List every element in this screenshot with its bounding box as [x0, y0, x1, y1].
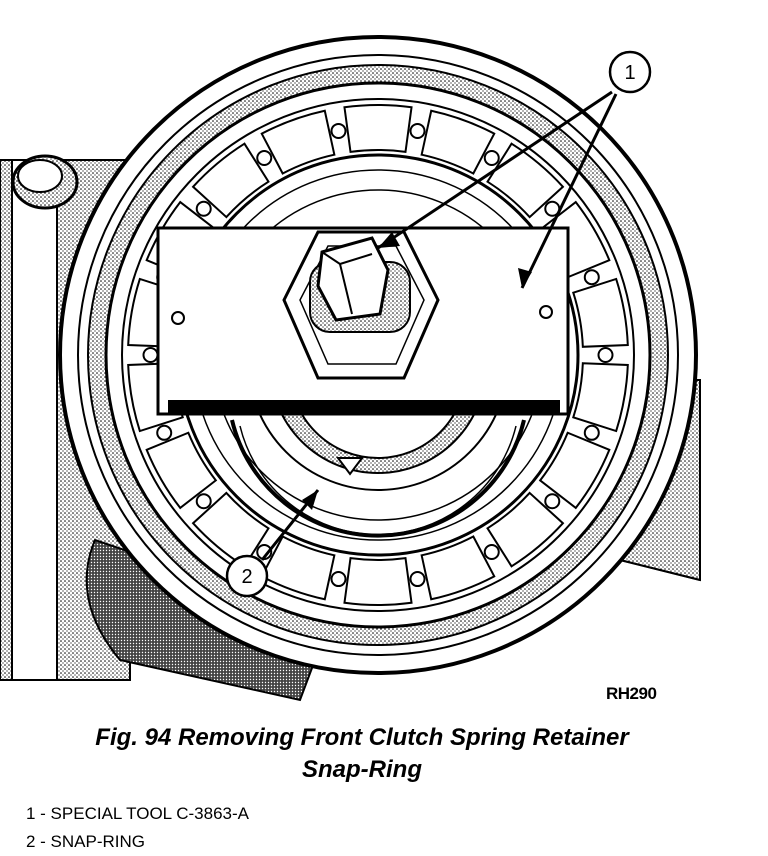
callout-1: 1: [377, 50, 652, 289]
spring-pocket: [142, 347, 159, 363]
spring-pocket: [544, 493, 561, 510]
retainer-segment: [260, 109, 336, 175]
spring-pocket: [330, 122, 347, 139]
spring-pocket: [195, 200, 212, 217]
retainer-segment: [572, 362, 629, 433]
retainer-segment: [420, 535, 496, 601]
figure-caption: Fig. 94 Removing Front Clutch Spring Ret…: [0, 722, 724, 786]
callout-2: 2: [225, 489, 320, 598]
retainer-segment: [420, 109, 496, 175]
spring-pocket: [409, 571, 426, 588]
retainer-segment: [145, 431, 218, 510]
spring-pocket: [330, 571, 347, 588]
retainer-segment: [486, 491, 565, 568]
callout-1-number: 1: [624, 62, 635, 84]
legend: 1 - SPECIAL TOOL C-3863-A 2 - SNAP-RING: [26, 800, 249, 856]
retainer-segment: [343, 557, 413, 606]
spring-pocket: [483, 149, 500, 166]
legend-item-1: 1 - SPECIAL TOOL C-3863-A: [26, 804, 249, 823]
spring-pocket: [597, 347, 614, 363]
caption-line-1: Fig. 94 Removing Front Clutch Spring Ret…: [95, 724, 629, 751]
caption-line-2: Snap-Ring: [302, 756, 422, 783]
retainer-segment: [343, 104, 413, 153]
hex-nut-bolt: [282, 230, 440, 380]
spring-pocket: [156, 424, 173, 441]
spring-pocket: [583, 424, 600, 441]
spring-pocket: [409, 122, 426, 139]
spring-retainer-segments: [127, 104, 629, 606]
spring-pocket: [483, 544, 500, 561]
retainer-segment: [538, 431, 611, 510]
snap-ring: [230, 419, 526, 538]
figure-code: RH290: [606, 684, 657, 703]
spring-pocket: [256, 149, 273, 166]
callout-2-number: 2: [241, 566, 252, 588]
legend-item-2: 2 - SNAP-RING: [26, 832, 146, 851]
clutch-retainer-illustration: 1 2: [0, 35, 701, 702]
retainer-segment: [572, 277, 629, 348]
spring-pocket: [583, 269, 600, 286]
retainer-segment: [191, 142, 270, 219]
spring-pocket: [195, 493, 212, 510]
